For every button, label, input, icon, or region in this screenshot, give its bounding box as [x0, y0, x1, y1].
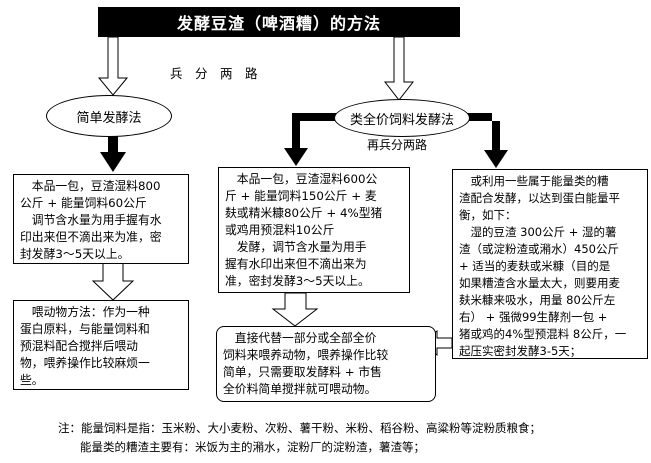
- full-split-label: 再兵分两路: [367, 138, 428, 152]
- full-method-node: 类全价饲料发酵法: [334, 99, 470, 137]
- arrow-full-left: [284, 113, 338, 166]
- arrow-to-full: [383, 36, 415, 101]
- split-label: 兵 分 两 路: [170, 66, 258, 81]
- arrow-to-simple: [97, 36, 129, 96]
- arrow-to-feed-direct: [271, 292, 319, 327]
- note-energy-residue: 能量类的糟渣主要有：米饭为主的潲水，淀粉厂的淀粉渣，薯渣等；: [80, 440, 425, 454]
- arrow-to-feeding: [91, 262, 135, 301]
- simple-method-node: 简单发酵法: [46, 95, 172, 137]
- note-energy-feed: 注：能量饲料是指：玉米粉、大小麦粉、次粉、薯干粉、米粉、稻谷粉、高粱粉等淀粉质粮…: [58, 421, 541, 435]
- full-recipe-box: 本品一包，豆渣湿料600公 斤 + 能量饲料150公斤 + 麦 麸或精米糠80公…: [218, 167, 410, 293]
- feeding-method-box: 喂动物方法：作为一种 蛋白原料，与能量饲料和 预混料配合搅拌后喂动 物，喂养操作…: [13, 300, 189, 390]
- simple-recipe-box: 本品一包，豆渣湿料800 公斤 + 能量饲料60公斤 调节含水量为用手握有水 印…: [13, 174, 189, 264]
- full-method-label: 类全价饲料发酵法: [349, 112, 454, 128]
- arrow-simple-down: [100, 134, 126, 172]
- simple-method-label: 简单发酵法: [76, 110, 142, 126]
- diagram-title: 发酵豆渣（啤酒糟）的方法: [98, 7, 460, 37]
- byproduct-recipe-box: 或利用一些属于能量类的糟 渣配合发酵，以达到蛋白能量平 衡，如下： 湿的豆渣 3…: [452, 169, 648, 359]
- direct-feeding-box: 直接代替一部分或全部全价 饲料来喂养动物，喂养操作比较 简单，只需要取发酵料 +…: [216, 326, 436, 402]
- arrow-full-right: [462, 113, 508, 168]
